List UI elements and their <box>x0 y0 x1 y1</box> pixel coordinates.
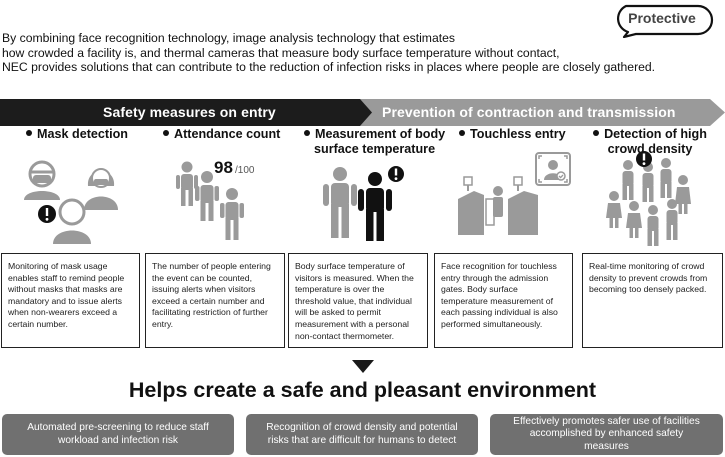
banner-prevention-label: Prevention of contraction and transmissi… <box>382 104 676 120</box>
intro-text: By combining face recognition technology… <box>2 31 656 75</box>
mask-detection-description: Monitoring of mask usage enables staff t… <box>1 253 140 348</box>
protective-badge: Protective <box>628 10 696 26</box>
temperature-alert-icon <box>323 166 404 241</box>
attendance-count-description: The number of people entering the event … <box>145 253 285 348</box>
attendance-count-value: 98 <box>214 158 233 177</box>
temperature-description: Body surface temperature of visitors is … <box>288 253 428 348</box>
heading-crowd-density: Detection of high crowd density <box>582 127 718 157</box>
banner-safety-measures <box>0 99 372 126</box>
conclusion-title: Helps create a safe and pleasant environ… <box>128 378 597 402</box>
people-count-icon <box>176 161 244 240</box>
heading-temperature: Measurement of body surface temperature <box>304 127 445 157</box>
heading-attendance-count: Attendance count <box>163 127 280 142</box>
bullet-icon <box>459 130 465 136</box>
down-arrow-icon <box>352 360 374 373</box>
result-box-crowd-recognition: Recognition of crowd density and potenti… <box>246 414 478 455</box>
banner-prevention <box>360 99 725 126</box>
bullet-icon <box>26 130 32 136</box>
heading-mask-detection: Mask detection <box>26 127 128 142</box>
intro-line: how crowded a facility is, and thermal c… <box>2 45 560 60</box>
bullet-icon <box>593 130 600 136</box>
bullet-icon <box>163 130 169 136</box>
result-box-safer-facilities: Effectively promotes safer use of facili… <box>490 414 723 455</box>
speech-bubble-icon <box>616 4 714 38</box>
attendance-count-total: /100 <box>235 165 255 176</box>
touchless-entry-description: Face recognition for touchless entry thr… <box>434 253 573 348</box>
intro-line: NEC provides solutions that can contribu… <box>2 60 656 75</box>
crowd-density-description: Real-time monitoring of crowd density to… <box>582 253 723 348</box>
admission-gate-icon <box>458 152 571 235</box>
crowd-icon <box>606 151 691 246</box>
masked-people-icon <box>24 160 118 244</box>
intro-line: By combining face recognition technology… <box>2 31 455 45</box>
heading-touchless-entry: Touchless entry <box>459 127 566 142</box>
bullet-icon <box>304 130 310 136</box>
banner-safety-label: Safety measures on entry <box>103 104 276 120</box>
